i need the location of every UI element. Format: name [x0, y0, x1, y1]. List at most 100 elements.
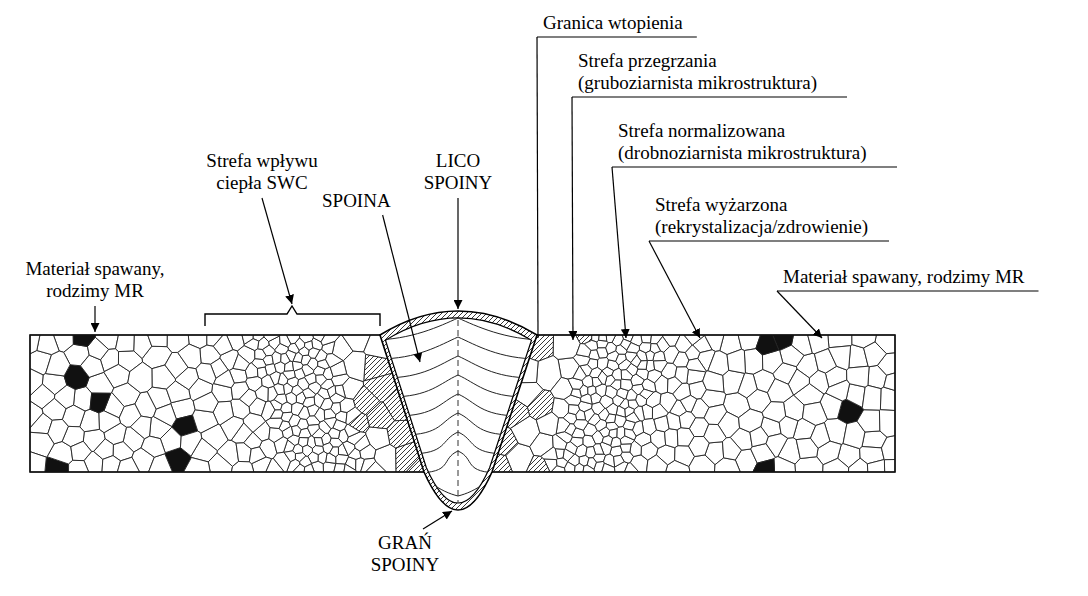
grain-cell [884, 373, 895, 391]
grain-cell [738, 373, 757, 398]
columnar-line [390, 375, 458, 397]
grain-cell [255, 386, 268, 402]
grain-cell [340, 398, 355, 413]
grain-cell [767, 379, 793, 403]
grain-cell [316, 375, 327, 386]
grain-cell [630, 441, 641, 457]
grain-cell [646, 351, 655, 361]
grain-cell [624, 463, 638, 472]
grain-cell [344, 464, 357, 472]
grain-cell [272, 352, 281, 365]
grain-cell [795, 457, 823, 472]
leader-line [612, 167, 626, 338]
columnar-line [458, 451, 502, 473]
grain-cell [640, 389, 654, 399]
grain-cell [141, 436, 165, 457]
grain-cell [774, 457, 796, 472]
zone-label: Strefa wyżarzona (rekrystalizacja/zdrowi… [655, 194, 875, 238]
columnar-line [458, 394, 520, 416]
grain-cell [881, 436, 895, 460]
grain-cell [614, 455, 625, 467]
zone-label: Materiał spawany, rodzimy MR [783, 266, 1025, 288]
zone-label: LICO SPOINY [418, 150, 498, 194]
columnar-line [458, 375, 527, 397]
grain-cell [727, 349, 745, 373]
grain-cell [175, 367, 198, 389]
grain-cell [242, 335, 253, 344]
zone-label: Strefa wpływu ciepła SWC [203, 150, 321, 194]
grain-cell [541, 447, 558, 460]
grain-cell [116, 335, 135, 352]
grain-cell [274, 384, 285, 395]
grain-cell [30, 452, 46, 472]
leader-line [777, 291, 822, 338]
grain-cell [257, 367, 267, 379]
grain-cell [557, 458, 568, 468]
grain-cell [180, 431, 201, 456]
zone-label: Granica wtopienia [543, 12, 683, 34]
grain-cell [335, 385, 345, 398]
grain-cell [704, 424, 727, 443]
grain-cell [314, 438, 323, 447]
leader-lines [95, 37, 1039, 529]
grain-cell [37, 335, 59, 355]
grain-cell [570, 437, 582, 447]
grain-cell [266, 418, 283, 428]
leader-line [537, 36, 697, 37]
grain-cell [292, 426, 302, 437]
leader-line [649, 240, 889, 241]
grain-cell [574, 463, 583, 472]
grain-cell [646, 455, 667, 472]
grain-cell [779, 416, 798, 438]
grain-cell [233, 354, 250, 370]
grain-cell [284, 451, 295, 462]
columnar-line [458, 299, 547, 321]
grain-cell [117, 457, 139, 472]
leader-line [94, 306, 95, 332]
grain-cell [705, 335, 724, 351]
columnar-line [458, 432, 508, 454]
grain-cell [780, 345, 804, 367]
grain-cell [305, 341, 313, 350]
grain-cell [879, 410, 895, 437]
grain-cell [280, 335, 291, 347]
grain-cell [214, 370, 235, 388]
grain-cell [328, 428, 340, 439]
grain-cell [30, 369, 43, 396]
grain-cell [283, 370, 295, 379]
grain-cell [828, 346, 850, 370]
grain-cell [167, 335, 189, 353]
grain-cell [677, 428, 694, 446]
grain-cell [213, 335, 232, 355]
grain-cell [750, 427, 768, 447]
grain-cell [766, 434, 788, 458]
grain-cell [312, 446, 323, 455]
grain-cell [128, 362, 152, 393]
columnar-line [458, 413, 514, 435]
columnar-line [458, 482, 486, 496]
grain-cell [606, 342, 617, 354]
grain-cell [605, 414, 615, 423]
grain-cell [30, 335, 40, 354]
leader-line [383, 215, 420, 362]
grain-cell [823, 458, 849, 472]
grain-cell [249, 447, 265, 464]
grain-cell [612, 368, 622, 380]
grain-cell [862, 385, 881, 410]
grain-cell [327, 386, 336, 398]
grain-cell [320, 398, 333, 410]
grain-cell [302, 365, 314, 376]
grain-cell [620, 444, 631, 452]
grain-cell [867, 460, 884, 472]
grain-cell [46, 351, 71, 376]
grain-cell [326, 354, 343, 368]
weld-centerline [458, 300, 459, 515]
weld-bead [370, 299, 547, 515]
grain-cell [599, 335, 607, 341]
grain-cell [598, 371, 607, 385]
leader-line [612, 166, 897, 167]
grain-cell [609, 429, 617, 438]
grain-cell [573, 366, 586, 381]
